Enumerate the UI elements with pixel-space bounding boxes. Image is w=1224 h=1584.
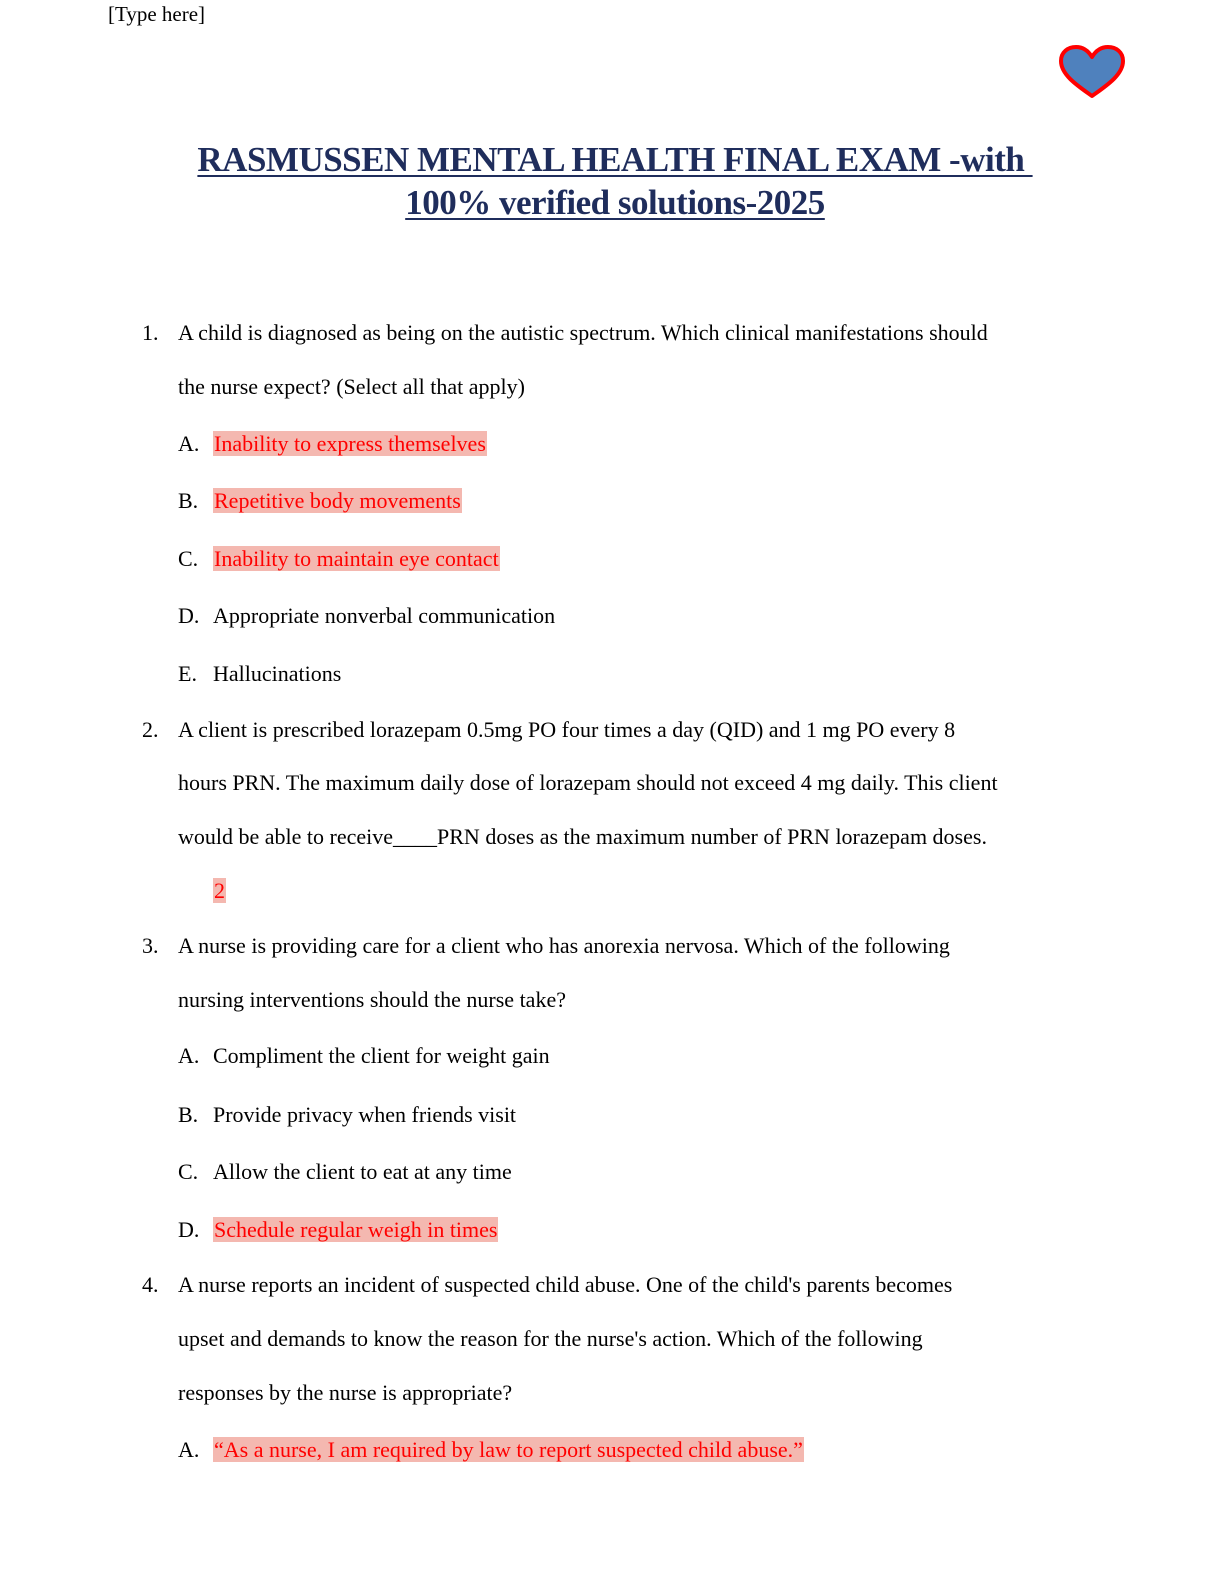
answer-highlight: Schedule regular weigh in times — [213, 1217, 499, 1242]
answer-highlight: “As a nurse, I am required by law to rep… — [213, 1437, 804, 1462]
question-2-number: 2. — [142, 717, 159, 742]
question-1-option-c-answer: Inability to maintain eye contact — [213, 544, 500, 574]
question-1-number: 1. — [142, 320, 159, 345]
question-1-option-e-text: Hallucinations — [213, 661, 342, 686]
question-4-option-a-answer: “As a nurse, I am required by law to rep… — [213, 1435, 804, 1465]
question-1-option-b-answer: Repetitive body movements — [213, 486, 462, 516]
question-1-option-e-label: E. — [178, 661, 197, 686]
question-3-option-c-label: C. — [178, 1159, 199, 1184]
question-1-option-b-label: B. — [178, 488, 199, 513]
question-2-text-line-1: A client is prescribed lorazepam 0.5mg P… — [178, 717, 956, 742]
question-1-option-c-label: C. — [178, 546, 199, 571]
answer-highlight: 2 — [213, 878, 226, 903]
title-line-1: RASMUSSEN MENTAL HEALTH FINAL EXAM -with — [197, 140, 1033, 179]
question-2-text-line-2: hours PRN. The maximum daily dose of lor… — [178, 770, 998, 795]
question-4-text-line-1: A nurse reports an incident of suspected… — [178, 1272, 953, 1297]
question-1-option-a-answer: Inability to express themselves — [213, 429, 487, 459]
question-3-number: 3. — [142, 933, 159, 958]
question-1-option-d-text: Appropriate nonverbal communication — [213, 603, 556, 628]
question-1-text-line-2: the nurse expect? (Select all that apply… — [178, 374, 525, 399]
question-3-option-b-label: B. — [178, 1102, 199, 1127]
question-3-option-d-label: D. — [178, 1217, 200, 1242]
answer-highlight: Inability to express themselves — [213, 431, 487, 456]
question-3-option-b-text: Provide privacy when friends visit — [213, 1102, 517, 1127]
title-line-2: 100% verified solutions-2025 — [405, 183, 825, 222]
question-4-number: 4. — [142, 1272, 159, 1297]
page-header-placeholder: [Type here] — [108, 2, 206, 26]
question-4-text-line-3: responses by the nurse is appropriate? — [178, 1380, 513, 1405]
answer-highlight: Repetitive body movements — [213, 488, 462, 513]
question-3-option-c-text: Allow the client to eat at any time — [213, 1159, 512, 1184]
question-3-option-d-answer: Schedule regular weigh in times — [213, 1215, 499, 1245]
heart-icon — [1059, 45, 1125, 98]
question-1-option-a-label: A. — [178, 431, 200, 456]
answer-highlight: Inability to maintain eye contact — [213, 546, 500, 571]
question-4-option-a-label: A. — [178, 1437, 200, 1462]
question-2-text-line-3: would be able to receive____PRN doses as… — [178, 824, 987, 849]
question-3-option-a-text: Compliment the client for weight gain — [213, 1043, 550, 1068]
document-title: RASMUSSEN MENTAL HEALTH FINAL EXAM -with… — [100, 138, 1130, 224]
question-1-option-d-label: D. — [178, 603, 200, 628]
question-1-text-line-1: A child is diagnosed as being on the aut… — [178, 320, 988, 345]
question-3-option-a-label: A. — [178, 1043, 200, 1068]
question-3-text-line-1: A nurse is providing care for a client w… — [178, 933, 950, 958]
question-2-answer: 2 — [213, 876, 226, 906]
question-4-text-line-2: upset and demands to know the reason for… — [178, 1326, 923, 1351]
question-3-text-line-2: nursing interventions should the nurse t… — [178, 987, 566, 1012]
